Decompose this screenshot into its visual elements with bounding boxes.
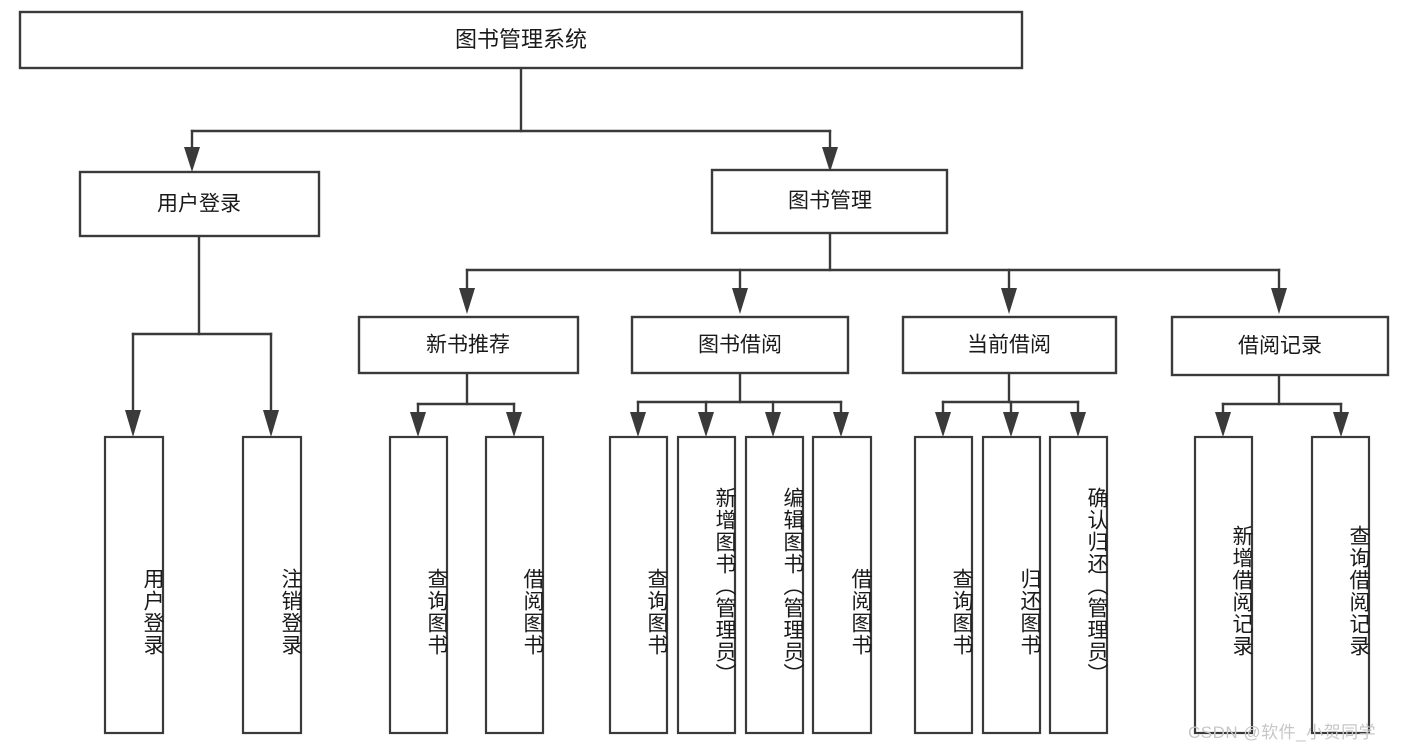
leaf-book-borrow-add[interactable] [676,435,737,735]
leaf-borrow-record-add[interactable] [1193,435,1254,735]
node-current-borrow-label: 当前借阅 [967,334,1051,357]
connector-new-book-to-leaves [410,371,522,437]
node-root-system-label: 图书管理系统 [455,27,587,52]
leaf-current-borrow-query[interactable] [913,435,974,735]
node-user-login-label: 用户登录 [157,193,241,216]
node-borrow-record-label: 借阅记录 [1238,335,1322,358]
leaf-book-borrow-query[interactable] [608,435,669,735]
leaf-user-login-logout[interactable] [241,435,303,735]
node-user-login[interactable]: 用户登录 [78,170,321,238]
leaf-user-login-login[interactable] [103,435,165,735]
connector-root-to-level1 [184,66,838,172]
node-current-borrow[interactable]: 当前借阅 [901,315,1118,375]
leaf-borrow-record-query[interactable] [1310,435,1371,735]
connector-borrow-record-to-leaves [1215,373,1349,437]
leaf-new-book-borrow[interactable] [484,435,545,735]
connector-user-login-to-leaves [125,234,279,437]
connector-current-borrow-to-leaves [935,371,1086,437]
node-book-borrow-label: 图书借阅 [698,334,782,357]
connector-book-manage-to-level2 [459,231,1287,314]
node-root-system[interactable]: 图书管理系统 [18,10,1024,70]
leaf-book-borrow-borrow[interactable] [811,435,873,735]
connector-book-borrow-to-leaves [630,371,849,437]
leaf-book-borrow-edit[interactable] [744,435,805,735]
leaf-current-borrow-return[interactable] [981,435,1042,735]
node-new-book-recommend[interactable]: 新书推荐 [357,315,580,375]
node-book-manage-label: 图书管理 [788,190,872,213]
node-borrow-record[interactable]: 借阅记录 [1170,315,1390,377]
leaf-current-borrow-confirm[interactable] [1048,435,1109,735]
node-new-book-recommend-label: 新书推荐 [426,334,510,357]
leaf-new-book-query[interactable] [388,435,449,735]
node-book-manage[interactable]: 图书管理 [710,168,949,235]
watermark: CSDN @软件_小贺同学 [1188,723,1377,742]
node-book-borrow[interactable]: 图书借阅 [630,315,850,375]
